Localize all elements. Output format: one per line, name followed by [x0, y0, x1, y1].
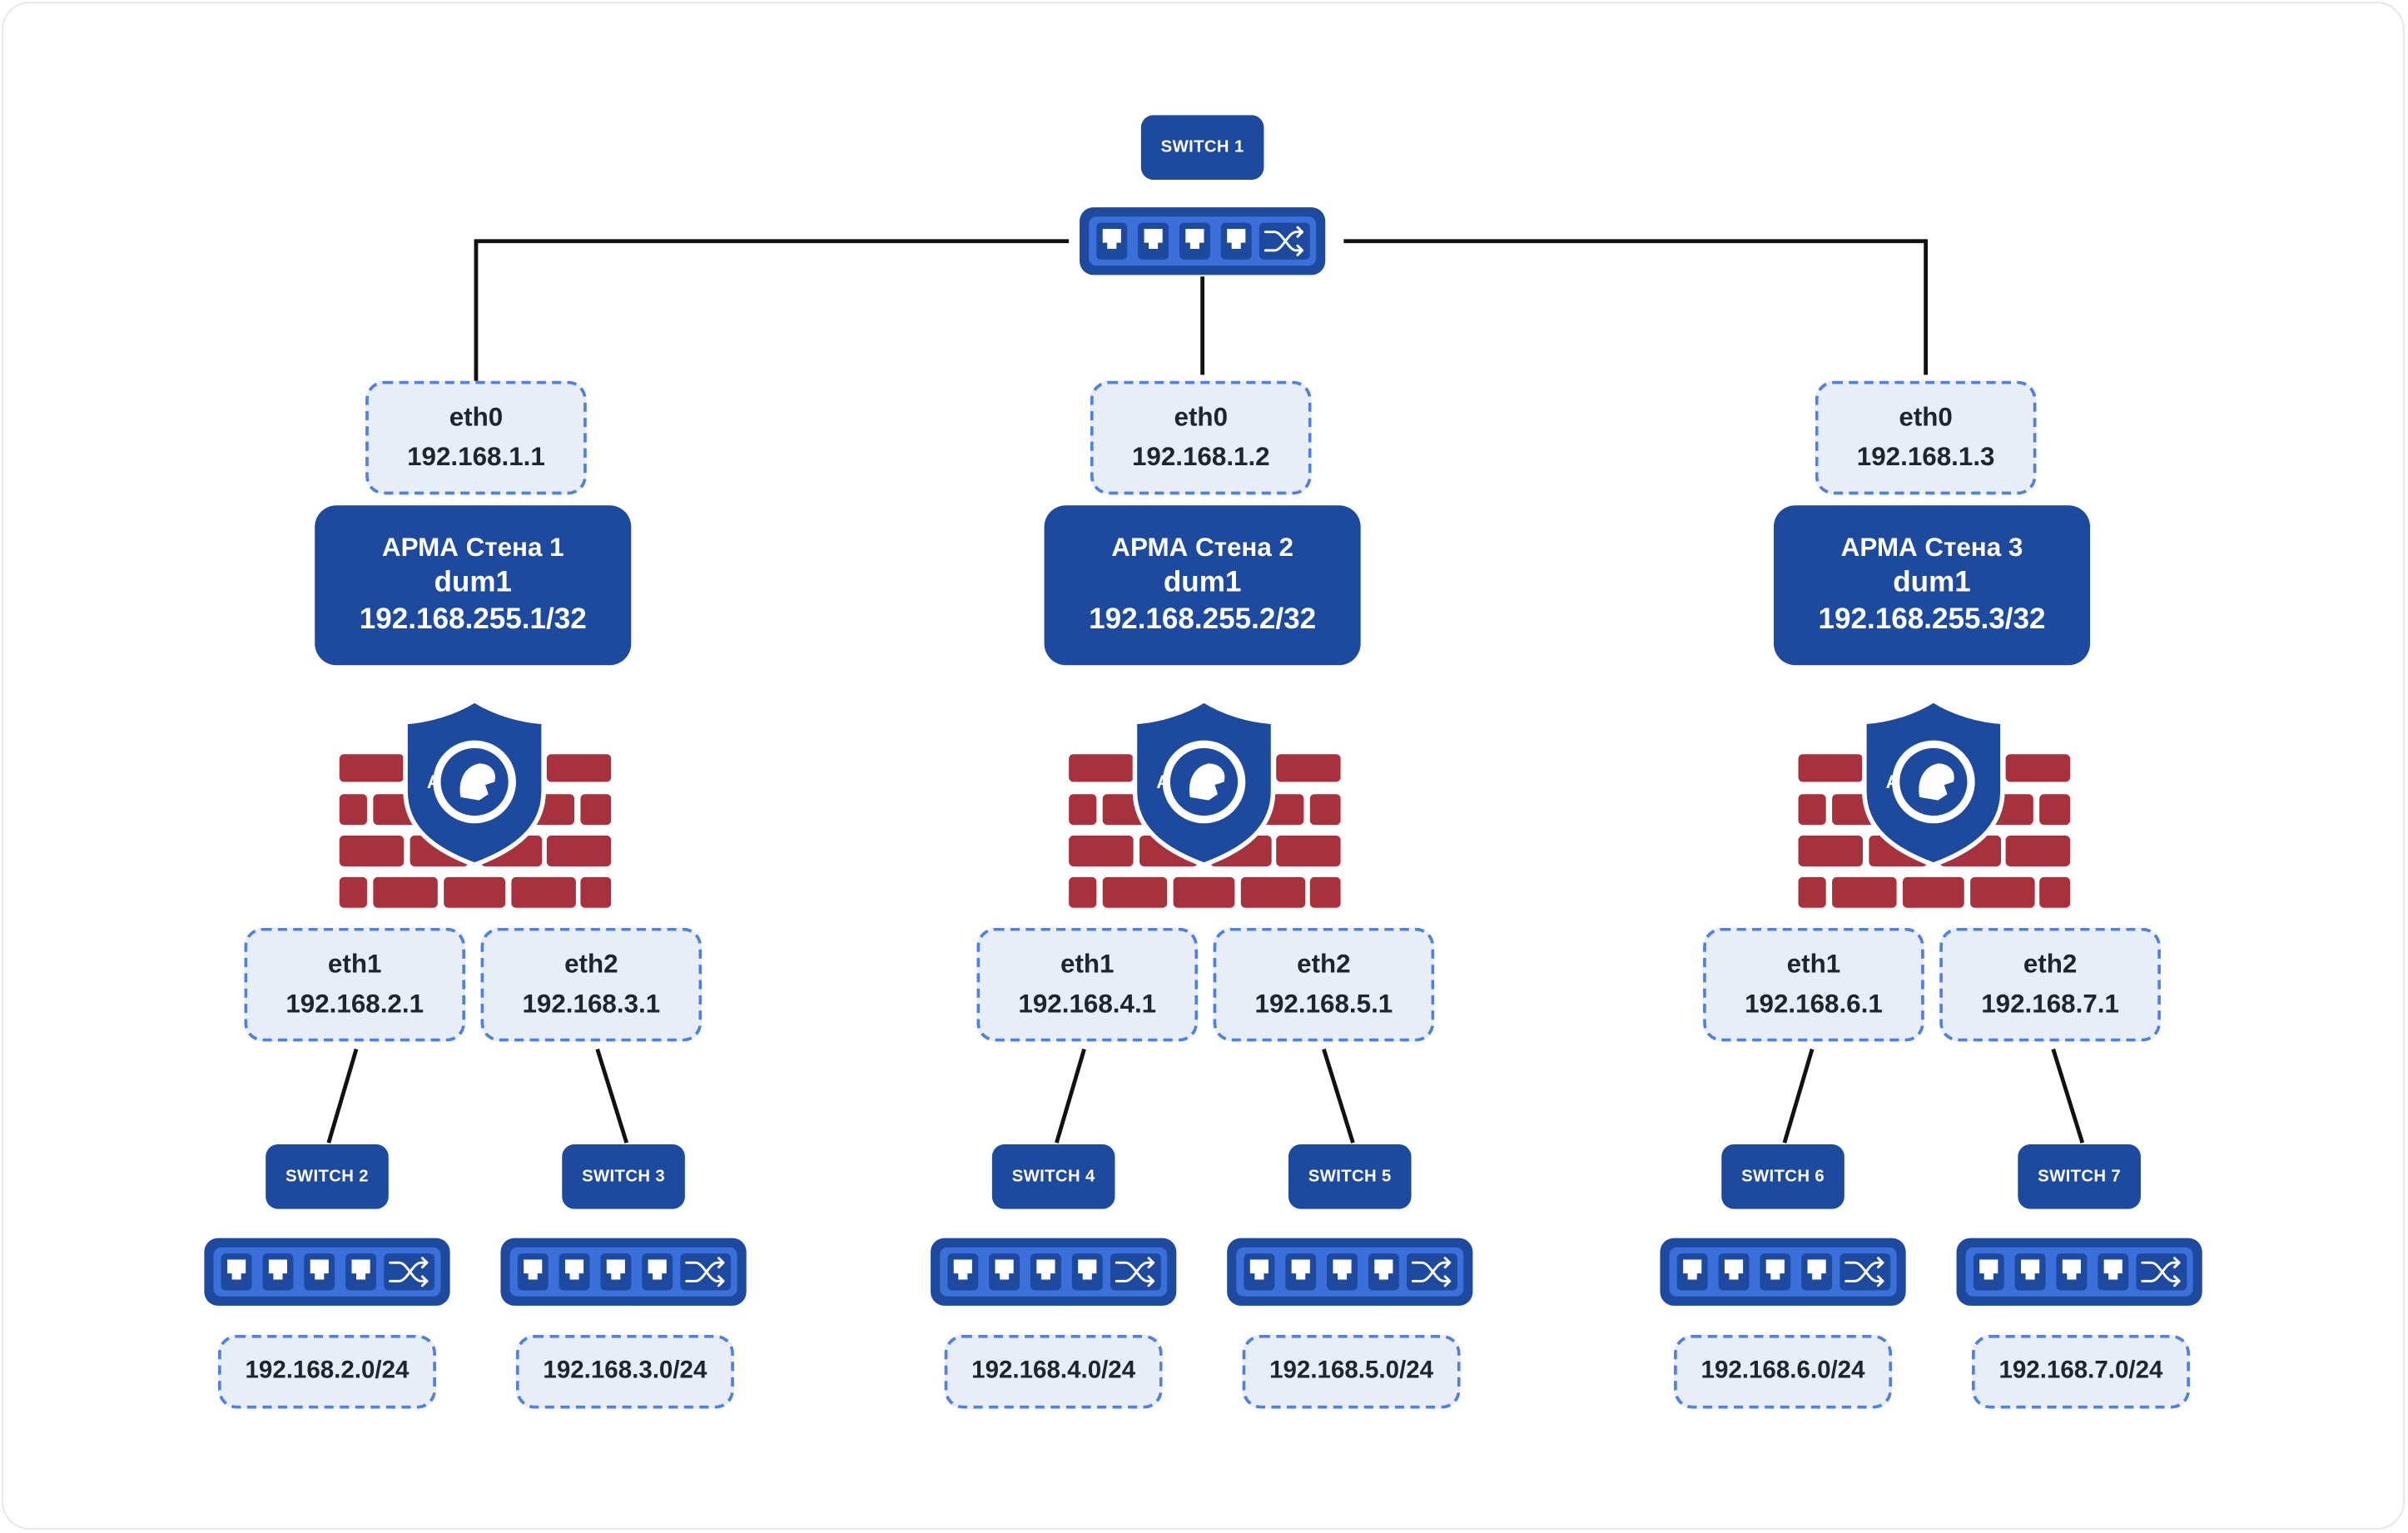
dummy-ip: 192.168.255.3/32 [1818, 603, 2046, 637]
dummy-ip: 192.168.255.2/32 [1089, 603, 1317, 637]
switch-1-label: SWITCH 1 [1140, 115, 1264, 180]
svg-text:A: A [1886, 771, 1899, 792]
interface-ip: 192.168.1.2 [1131, 442, 1270, 472]
switch-5-label: SWITCH 5 [1288, 1144, 1412, 1209]
subnet-7-label: 192.168.7.0/24 [1971, 1334, 2190, 1409]
interface-name: eth1 [1060, 949, 1115, 979]
dummy-interface: dum1 [1163, 567, 1242, 599]
network-switch-icon [1227, 1238, 1473, 1306]
fw1-eth0-interface: eth0 192.168.1.1 [365, 380, 587, 495]
network-switch-icon [1660, 1238, 1906, 1306]
wire-fw1-eth2-sw3 [595, 1048, 629, 1144]
wire-fw2-eth1-sw4 [1055, 1048, 1086, 1144]
network-switch-icon [931, 1238, 1177, 1306]
switch-3-label: SWITCH 3 [562, 1144, 685, 1209]
wire-sw1-fw1 [474, 239, 1070, 381]
subnet-5-label: 192.168.5.0/24 [1242, 1334, 1461, 1409]
subnet-2-label: 192.168.2.0/24 [217, 1334, 436, 1409]
interface-ip: 192.168.2.1 [285, 989, 425, 1019]
wire-fw1-eth1-sw2 [326, 1048, 359, 1144]
network-switch-icon [1956, 1238, 2202, 1306]
svg-text:A: A [1156, 771, 1169, 792]
fw3-eth1-interface: eth1 192.168.6.1 [1703, 927, 1924, 1042]
firewall-name: АРМА Стена 3 [1840, 533, 2023, 563]
dummy-ip: 192.168.255.1/32 [359, 603, 587, 637]
interface-name: eth1 [1786, 949, 1841, 979]
interface-ip: 192.168.5.1 [1254, 989, 1393, 1019]
subnet-3-label: 192.168.3.0/24 [515, 1334, 734, 1409]
wire-sw1-fw3 [1343, 239, 1929, 375]
switch-2-label: SWITCH 2 [266, 1144, 389, 1209]
network-switch-icon [204, 1238, 450, 1306]
interface-ip: 192.168.6.1 [1745, 989, 1883, 1019]
switch-4-label: SWITCH 4 [991, 1144, 1115, 1209]
network-switch-icon [1080, 207, 1326, 275]
interface-name: eth0 [1174, 402, 1229, 432]
fw1-eth1-interface: eth1 192.168.2.1 [244, 927, 466, 1042]
interface-ip: 192.168.7.1 [1981, 989, 2119, 1019]
wire-fw3-eth1-sw6 [1782, 1048, 1815, 1144]
interface-ip: 192.168.1.1 [407, 442, 545, 472]
subnet-6-label: 192.168.6.0/24 [1674, 1334, 1893, 1409]
interface-name: eth2 [1297, 949, 1351, 979]
fw3-eth2-interface: eth2 192.168.7.1 [1939, 927, 2161, 1042]
firewall-name: АРМА Стена 1 [381, 533, 564, 563]
interface-ip: 192.168.3.1 [522, 989, 661, 1019]
interface-name: eth2 [2023, 949, 2078, 979]
switch-6-label: SWITCH 6 [1721, 1144, 1844, 1209]
svg-text:A: A [427, 771, 440, 792]
fw2-eth0-interface: eth0 192.168.1.2 [1090, 380, 1312, 495]
firewall-shield-icon: A [1069, 698, 1341, 908]
firewall-2-node: АРМА Стена 2 dum1 192.168.255.2/32 [1044, 505, 1361, 666]
network-switch-icon [500, 1238, 747, 1306]
firewall-name: АРМА Стена 2 [1111, 533, 1293, 563]
subnet-4-label: 192.168.4.0/24 [944, 1334, 1163, 1409]
fw2-eth1-interface: eth1 192.168.4.1 [976, 927, 1199, 1042]
fw3-eth0-interface: eth0 192.168.1.3 [1815, 380, 2037, 495]
wire-fw2-eth2-sw5 [1322, 1048, 1355, 1144]
interface-ip: 192.168.4.1 [1018, 989, 1157, 1019]
wire-fw3-eth2-sw7 [2051, 1048, 2085, 1144]
firewall-1-node: АРМА Стена 1 dum1 192.168.255.1/32 [315, 505, 632, 666]
dummy-interface: dum1 [434, 567, 513, 599]
interface-name: eth2 [564, 949, 618, 979]
interface-ip: 192.168.1.3 [1856, 442, 1995, 472]
fw1-eth2-interface: eth2 192.168.3.1 [480, 927, 703, 1042]
interface-name: eth0 [449, 402, 504, 432]
switch-7-label: SWITCH 7 [2018, 1144, 2141, 1209]
interface-name: eth0 [1899, 402, 1953, 432]
firewall-shield-icon: A [1798, 698, 2071, 908]
interface-name: eth1 [327, 949, 382, 979]
firewall-shield-icon: A [339, 698, 612, 908]
firewall-3-node: АРМА Стена 3 dum1 192.168.255.3/32 [1773, 505, 2091, 666]
fw2-eth2-interface: eth2 192.168.5.1 [1213, 927, 1435, 1042]
dummy-interface: dum1 [1893, 567, 1971, 599]
